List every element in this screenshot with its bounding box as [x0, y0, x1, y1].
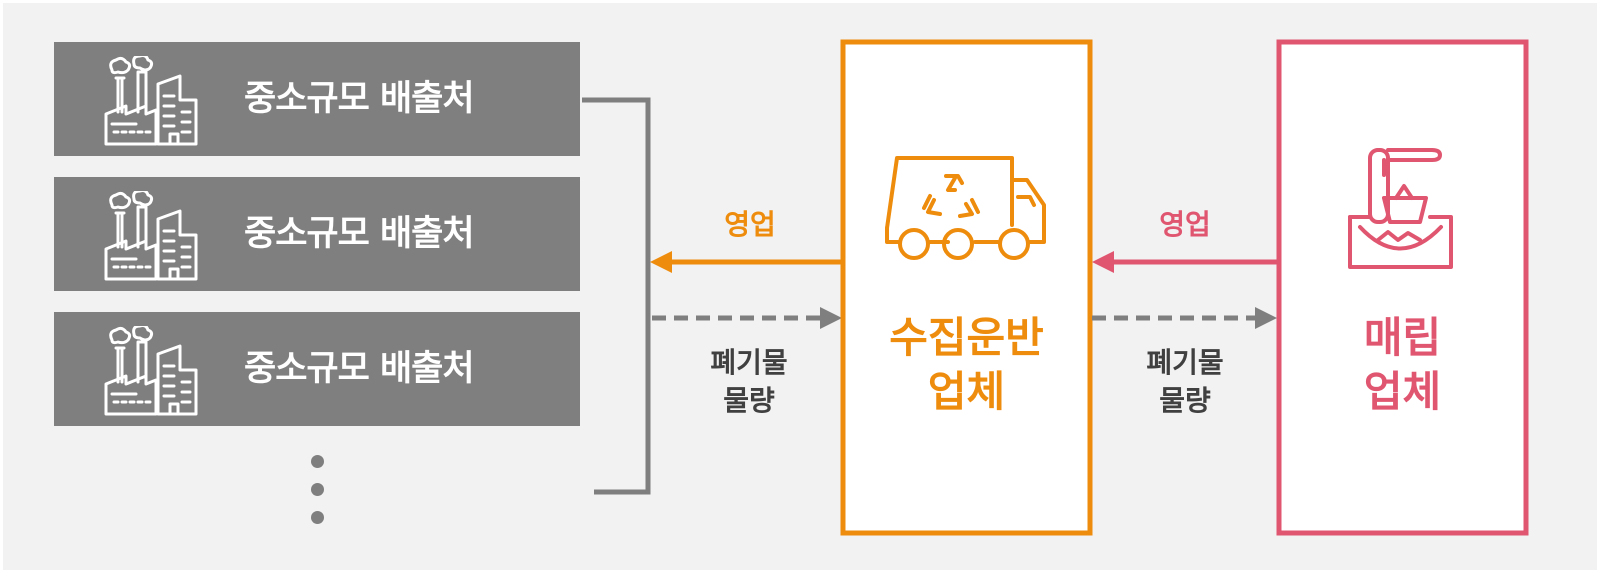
- waste-qty-line2: 물량: [723, 384, 775, 417]
- sales-label-right: 영업: [1159, 208, 1211, 241]
- waste-arrow-head-1: [820, 307, 842, 329]
- waste-qty-label-1: 폐기물 물량: [679, 344, 819, 420]
- landfill-box: [1276, 39, 1529, 536]
- landfill-title-line2: 업체: [1363, 367, 1442, 416]
- source-box-1: 중소규모 배출처: [54, 42, 580, 156]
- factory-icon: [104, 191, 198, 281]
- collector-title-line1: 수집운반: [889, 313, 1044, 362]
- sales-arrow-head-2: [1092, 251, 1114, 273]
- waste-qty-label-2: 폐기물 물량: [1115, 344, 1255, 420]
- sales-arrow-head: [650, 251, 672, 273]
- factory-icon: [104, 326, 198, 416]
- sales-label-left: 영업: [724, 208, 776, 241]
- ellipsis-dot: [311, 511, 324, 524]
- source-label: 중소규모 배출처: [244, 79, 475, 119]
- ellipsis-dot: [311, 455, 324, 468]
- source-box-3: 중소규모 배출처: [54, 312, 580, 426]
- source-label: 중소규모 배출처: [244, 349, 475, 389]
- ellipsis-dot: [311, 483, 324, 496]
- waste-qty-line2: 물량: [1159, 384, 1211, 417]
- landfill-title-line1: 매립: [1363, 313, 1442, 362]
- source-bracket-line: [582, 97, 651, 495]
- landfill-title: 매립 업체: [1286, 311, 1519, 419]
- recycling-truck-icon: [885, 156, 1046, 260]
- source-label: 중소규모 배출처: [244, 214, 475, 254]
- landfill-excavator-icon: [1348, 148, 1453, 269]
- factory-icon: [104, 56, 198, 146]
- waste-arrow-head-2: [1255, 307, 1277, 329]
- waste-qty-line1: 폐기물: [1146, 346, 1224, 379]
- collector-box: [840, 39, 1093, 536]
- waste-qty-line1: 폐기물: [710, 346, 788, 379]
- collector-title: 수집운반 업체: [850, 311, 1083, 419]
- source-box-2: 중소규모 배출처: [54, 177, 580, 291]
- collector-title-line2: 업체: [927, 367, 1006, 416]
